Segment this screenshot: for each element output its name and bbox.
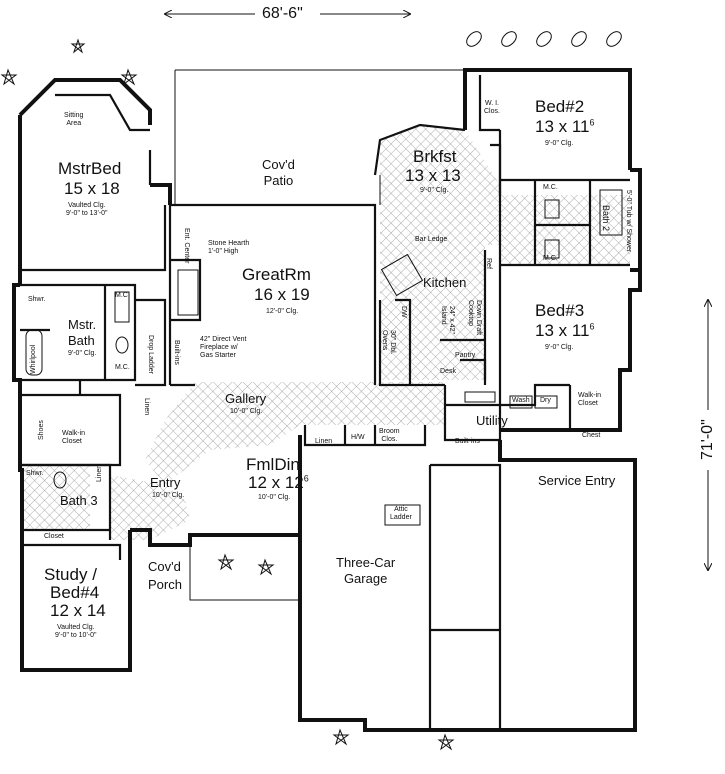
built-ins-gr-label: Built-ins bbox=[173, 340, 180, 365]
utility-label: Utility bbox=[476, 413, 508, 428]
hw-label: H/W bbox=[351, 434, 365, 441]
study-ceiling: Vaulted Clg.9'-0" to 10'-0" bbox=[55, 624, 97, 640]
ent-center-label: Ent. Center bbox=[183, 228, 190, 264]
service-entry-label: Service Entry bbox=[538, 473, 616, 488]
interior-walls bbox=[20, 75, 630, 730]
dw-label: DW bbox=[400, 306, 407, 318]
overall-width-label: 68'-6" bbox=[262, 5, 303, 22]
island-label: 24" x 42"Island bbox=[439, 306, 455, 334]
fml-din-name: FmlDin bbox=[246, 455, 300, 474]
fixtures bbox=[25, 189, 623, 489]
bath2-label: Bath 2 bbox=[601, 205, 611, 232]
mstr-bath-name: Mstr. bbox=[68, 317, 97, 332]
pantry-label: Pantry bbox=[455, 352, 476, 359]
great-rm-ceiling: 12'-0" Clg. bbox=[266, 308, 299, 315]
brkfst-ceiling: 9'-0" Clg. bbox=[420, 187, 449, 194]
entry-label: Entry bbox=[150, 475, 181, 490]
entry-ceiling: 10'-0" Clg. bbox=[152, 492, 185, 499]
great-rm-size: 16 x 19 bbox=[254, 285, 310, 304]
wash-label: Wash bbox=[512, 397, 530, 404]
porch-name: Cov'd bbox=[148, 559, 181, 574]
mstr-bath-ceiling: 9'-0" Clg. bbox=[68, 350, 97, 357]
gallery-label: Gallery bbox=[225, 391, 267, 406]
mc-label-3: M.C. bbox=[115, 292, 130, 299]
bath3-label: Bath 3 bbox=[60, 493, 98, 508]
exterior-walls bbox=[12, 68, 642, 732]
sink-label: Shwr. bbox=[26, 470, 44, 477]
linen-m-label: Linen bbox=[143, 398, 150, 416]
mstr-bed-size: 15 x 18 bbox=[64, 179, 120, 198]
dry-label: Dry bbox=[540, 397, 551, 404]
closet-s-label: Closet bbox=[44, 533, 64, 540]
bed2-name: Bed#2 bbox=[535, 97, 585, 116]
mstr-bed-name: MstrBed bbox=[58, 159, 122, 178]
drop-ladder-label: Drop Ladder bbox=[147, 335, 154, 374]
porch-name2: Porch bbox=[148, 577, 182, 592]
desk-label: Desk bbox=[440, 368, 456, 375]
ovens-label: 30" Dbl.Ovens bbox=[380, 330, 396, 355]
landscape-shrubs bbox=[0, 31, 622, 751]
brkfst-name: Brkfst bbox=[413, 147, 457, 166]
bar-ledge-label: Bar Ledge bbox=[415, 236, 448, 243]
mc-label-4: M.C. bbox=[115, 364, 130, 371]
fml-din-ceiling: 10'-0" Clg. bbox=[258, 494, 291, 501]
linen-label: Linen bbox=[315, 438, 333, 445]
mstr-bath-name2: Bath bbox=[68, 333, 95, 348]
gallery-ceiling: 10'-0" Clg. bbox=[230, 408, 263, 415]
bed2-ceiling: 9'-0" Clg. bbox=[545, 140, 574, 147]
tub-label: 5'-0" Tub w/ Shower bbox=[625, 190, 632, 253]
mc-label-2: M.C. bbox=[543, 255, 558, 262]
great-rm-name: GreatRm bbox=[242, 265, 311, 284]
linen-e-label: Linen bbox=[96, 464, 103, 482]
bed2-size: 13 x 116 bbox=[535, 117, 595, 136]
study-name: Study / bbox=[44, 565, 97, 584]
bed3-name: Bed#3 bbox=[535, 301, 585, 320]
mstr-bed-ceiling: Vaulted Clg.9'-0" to 13'-0" bbox=[66, 202, 108, 218]
built-ins-util-label: Built-ins bbox=[455, 438, 480, 445]
study-name2: Bed#4 bbox=[50, 583, 100, 602]
whirlpool-label: Whirlpool bbox=[30, 344, 37, 374]
study-size: 12 x 14 bbox=[50, 601, 106, 620]
kitchen-label: Kitchen bbox=[423, 275, 467, 290]
patio-outline bbox=[174, 69, 465, 601]
shwr-label: Shwr. bbox=[28, 296, 46, 303]
ref-label: Ref bbox=[485, 258, 492, 269]
bed3-size: 13 x 116 bbox=[535, 321, 595, 340]
shoes-label: Shoes bbox=[38, 420, 45, 440]
wi-closet-label: W. I.Clos. bbox=[484, 100, 500, 116]
overall-depth-label: 71'-0" bbox=[699, 419, 716, 460]
brkfst-size: 13 x 13 bbox=[405, 166, 461, 185]
chest-label: Chest bbox=[582, 432, 601, 439]
mc-label-1: M.C. bbox=[543, 184, 558, 191]
bed3-ceiling: 9'-0" Clg. bbox=[545, 344, 574, 351]
fml-din-size: 12 x 126 bbox=[248, 473, 309, 492]
